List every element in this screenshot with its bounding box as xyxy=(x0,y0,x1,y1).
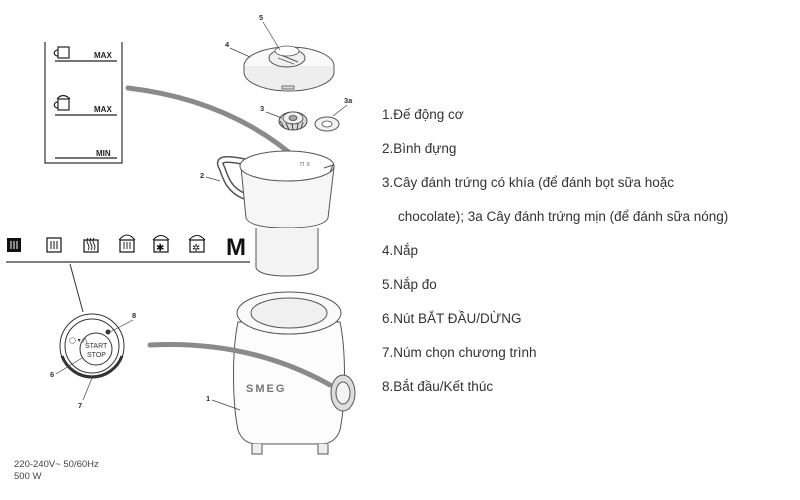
start-end-indicator xyxy=(105,329,111,335)
start-stop-button[interactable]: START STOP xyxy=(79,332,113,366)
dial-mode-marks-icon: ◯ ▾ ⋀ xyxy=(69,337,88,344)
max-level-label-2: MAX xyxy=(94,105,112,114)
legend-item-whisk-continued: chocolate); 3a Cây đánh trứng mịn (để đá… xyxy=(398,209,729,224)
milk-jug-icon xyxy=(53,46,70,59)
dial-pointer-line xyxy=(147,342,333,388)
callout-8: 8 xyxy=(132,311,136,320)
froth-jug-icon xyxy=(53,94,71,111)
hot-milk-froth-icon xyxy=(7,238,21,252)
smooth-whisk xyxy=(314,116,340,132)
legend-item-start-end: 8.Bắt đầu/Kết thúc xyxy=(382,379,494,394)
power-specs: 220-240V~ 50/60Hz 500 W xyxy=(14,459,99,483)
dial-detail: START STOP ◯ ▾ ⋀ xyxy=(59,263,125,379)
callout-3a: 3a xyxy=(344,96,353,105)
legend-item-lid: 4.Nắp xyxy=(382,243,419,258)
callout-4: 4 xyxy=(225,40,230,49)
legend-item-motor-base: 1.Đế động cơ xyxy=(382,107,464,122)
callout-3: 3 xyxy=(260,104,264,113)
measuring-cap xyxy=(274,45,300,57)
motor-base: SMEG xyxy=(233,291,356,455)
callout-5: 5 xyxy=(259,13,263,22)
level-markings-inset: MAX MAX MIN xyxy=(44,42,123,164)
legend-item-whisk: 3.Cây đánh trứng có khía (để đánh bọt sữ… xyxy=(382,175,675,190)
min-level-label: MIN xyxy=(96,149,111,158)
brand-logo: SMEG xyxy=(246,383,286,395)
hot-milk-icon xyxy=(83,237,99,253)
parts-legend: 1.Đế động cơ 2.Bình đựng 3.Cây đánh trứn… xyxy=(382,98,792,404)
legend-item-measuring-cap: 5.Nắp đo xyxy=(382,277,437,292)
inset-pointer-line xyxy=(125,85,301,163)
cold-froth-icon: ✱ xyxy=(152,235,170,254)
max-level-label-1: MAX xyxy=(94,51,112,60)
callout-6: 6 xyxy=(50,370,54,379)
legend-item-jug: 2.Bình đựng xyxy=(382,141,457,156)
svg-text:✱: ✱ xyxy=(156,243,164,254)
program-knob-on-base[interactable] xyxy=(330,374,356,412)
hot-chocolate-icon xyxy=(118,234,136,253)
callouts: 5 4 3 3a 2 1 8 6 7 xyxy=(50,13,353,411)
power-spec: 500 W xyxy=(14,471,42,482)
manual-mode-label: M xyxy=(226,234,246,261)
start-label: START xyxy=(85,343,108,350)
jug: ⊓ ≡ xyxy=(216,150,335,277)
callout-2: 2 xyxy=(200,171,204,180)
callout-7: 7 xyxy=(78,401,82,410)
legend-item-start-stop-button: 6.Nút BẮT ĐẦU/DỪNG xyxy=(382,311,522,326)
voltage-spec: 220-240V~ 50/60Hz xyxy=(14,459,99,470)
notched-whisk xyxy=(278,111,308,131)
hot-milk-froth-light-icon xyxy=(46,237,62,253)
mode-icon-bar: ✱ ✲ M xyxy=(6,234,250,263)
legend-item-program-knob: 7.Núm chọn chương trình xyxy=(382,345,537,360)
svg-text:✲: ✲ xyxy=(192,243,200,254)
callout-1: 1 xyxy=(206,394,210,403)
cold-froth-light-icon: ✲ xyxy=(188,235,206,254)
stop-label: STOP xyxy=(87,352,106,359)
jug-max-mark-icon: ⊓ ≡ xyxy=(300,162,310,168)
